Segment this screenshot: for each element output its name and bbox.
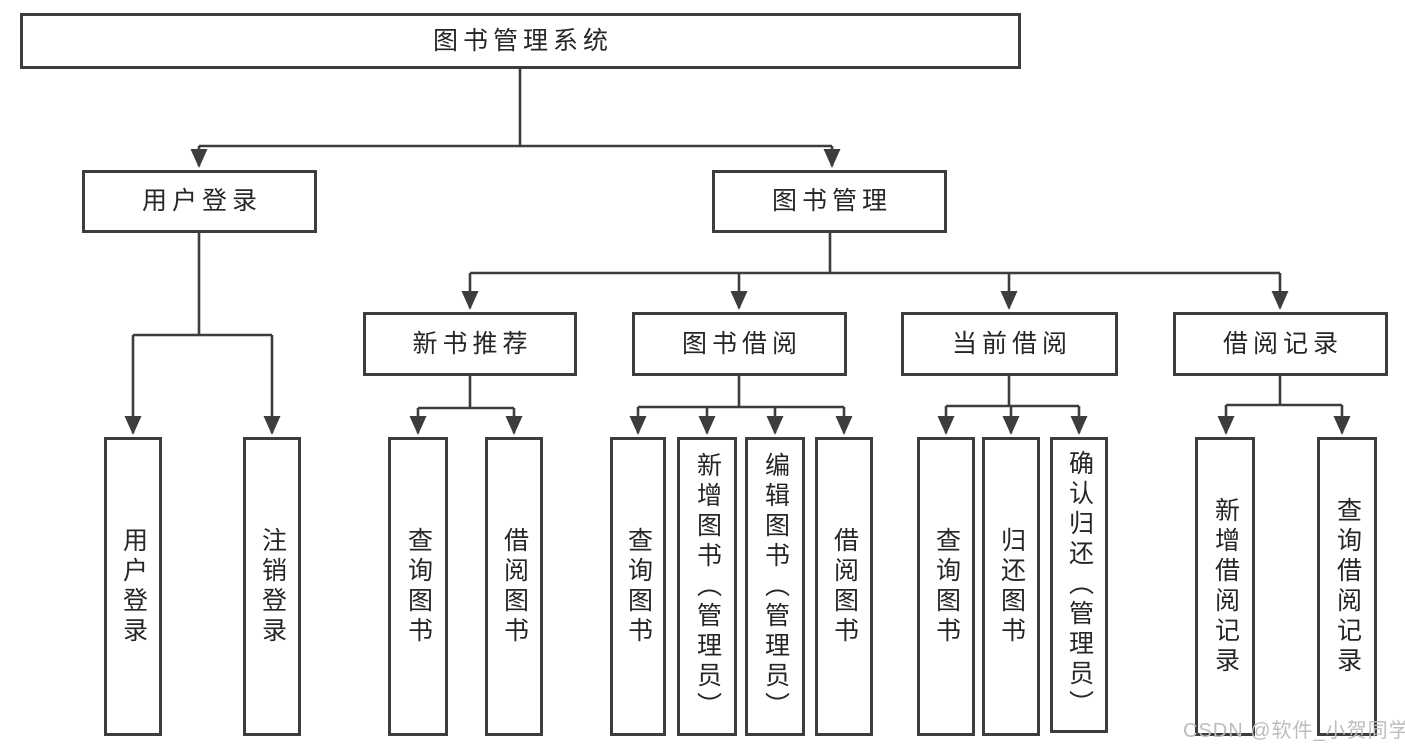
node-label: 图书借阅 bbox=[681, 329, 802, 358]
node-label: 注销登录 bbox=[258, 526, 287, 647]
node-book-borrowing: 图书借阅 bbox=[632, 312, 847, 376]
node-label: 当前借阅 bbox=[951, 329, 1072, 358]
leaf-query-books-recommend: 查询图书 bbox=[388, 437, 448, 736]
node-label: 用户登录 bbox=[141, 187, 262, 215]
node-label: 图书管理系统 bbox=[432, 26, 613, 55]
node-label: 新增图书（管理员） bbox=[693, 451, 722, 722]
leaf-borrow-books-recommend: 借阅图书 bbox=[485, 437, 543, 736]
node-label: 查询图书 bbox=[624, 526, 653, 647]
node-label: 查询图书 bbox=[404, 526, 433, 647]
node-label: 查询借阅记录 bbox=[1333, 496, 1362, 677]
node-borrowing-records: 借阅记录 bbox=[1173, 312, 1388, 376]
node-label: 归还图书 bbox=[997, 526, 1026, 647]
node-new-book-recommendation: 新书推荐 bbox=[363, 312, 577, 376]
node-label: 借阅图书 bbox=[500, 526, 529, 647]
node-user-login: 用户登录 bbox=[82, 170, 317, 233]
leaf-query-borrow-record: 查询借阅记录 bbox=[1317, 437, 1377, 736]
leaf-edit-books-admin: 编辑图书（管理员） bbox=[745, 437, 805, 736]
node-current-borrowing: 当前借阅 bbox=[901, 312, 1118, 376]
leaf-query-books-borrowing: 查询图书 bbox=[610, 437, 666, 736]
node-label: 借阅图书 bbox=[830, 526, 859, 647]
node-label: 确认归还（管理员） bbox=[1065, 450, 1094, 720]
leaf-return-books: 归还图书 bbox=[982, 437, 1040, 736]
leaf-confirm-return-admin: 确认归还（管理员） bbox=[1050, 437, 1108, 733]
node-label: 新书推荐 bbox=[412, 329, 533, 358]
leaf-query-books-current: 查询图书 bbox=[917, 437, 975, 736]
node-book-management: 图书管理 bbox=[712, 170, 947, 233]
node-label: 借阅记录 bbox=[1222, 329, 1343, 358]
leaf-borrow-books: 借阅图书 bbox=[815, 437, 873, 736]
leaf-logout-login: 注销登录 bbox=[243, 437, 301, 736]
leaf-add-borrow-record: 新增借阅记录 bbox=[1195, 437, 1255, 736]
leaf-add-books-admin: 新增图书（管理员） bbox=[677, 437, 737, 736]
node-label: 图书管理 bbox=[771, 187, 892, 215]
node-root: 图书管理系统 bbox=[20, 13, 1021, 69]
node-label: 编辑图书（管理员） bbox=[761, 451, 790, 722]
node-label: 新增借阅记录 bbox=[1211, 496, 1240, 677]
csdn-watermark: CSDN @软件_小贺同学 bbox=[1183, 720, 1405, 742]
leaf-user-login: 用户登录 bbox=[104, 437, 162, 736]
node-label: 查询图书 bbox=[932, 526, 961, 647]
node-label: 用户登录 bbox=[119, 526, 148, 647]
